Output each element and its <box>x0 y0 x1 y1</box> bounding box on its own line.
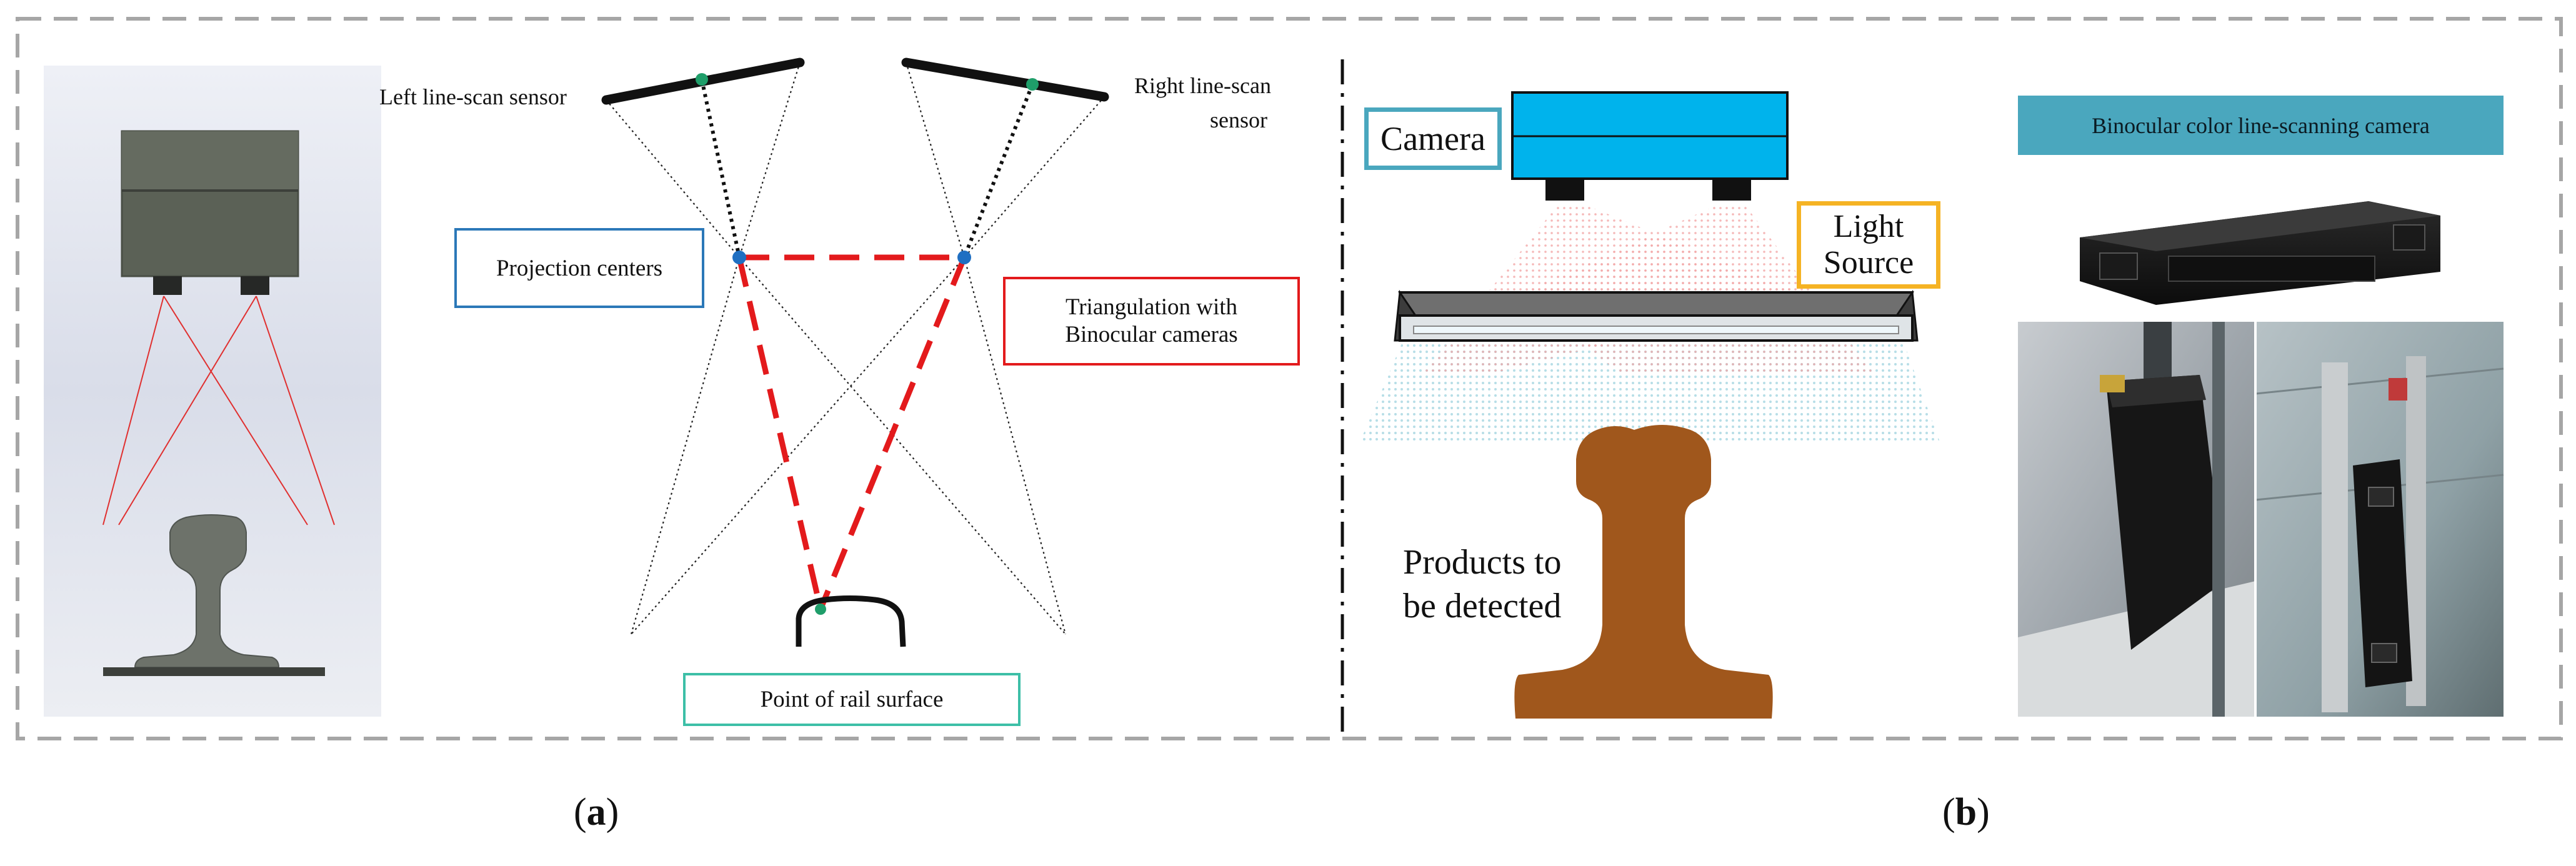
camera-light-schematic <box>1359 91 1940 719</box>
light-source-box: Light Source <box>1797 201 1940 289</box>
triangulation-label-line1: Triangulation with <box>1065 294 1238 320</box>
triangulation-label-line2: Binocular cameras <box>1065 322 1238 347</box>
rail-head-arc <box>796 595 906 647</box>
triangulation-schematic <box>601 57 1109 647</box>
outer-dashed-frame <box>16 17 2563 740</box>
camera-photos <box>2018 155 2504 717</box>
right-sensor-bar <box>901 57 1109 102</box>
point-of-rail-box: Point of rail surface <box>683 673 1021 726</box>
rail-product <box>1514 425 1773 719</box>
left-projection-center <box>732 251 746 264</box>
light-source-label-line2: Source <box>1823 245 1914 281</box>
left-sensor-center-point <box>696 73 708 86</box>
camera-label: Camera <box>1380 120 1485 157</box>
projection-centers-box: Projection centers <box>454 228 704 308</box>
rail-surface-point <box>815 604 826 615</box>
render-3d-illustration <box>44 66 381 717</box>
right-sensor-center-point <box>1026 78 1039 91</box>
triangulation-box: Triangulation with Binocular cameras <box>1003 277 1300 366</box>
caption-a: (a) <box>574 791 619 834</box>
products-label-line2: be detected <box>1403 587 1562 625</box>
camera-label-box: Camera <box>1364 107 1502 170</box>
products-label-line1: Products to <box>1403 543 1562 582</box>
caption-b: (b) <box>1942 791 1990 834</box>
point-of-rail-label: Point of rail surface <box>760 687 944 712</box>
photo-title: Binocular color line-scanning camera <box>2018 96 2504 155</box>
light-source-bar <box>1394 289 1919 342</box>
right-projection-center <box>957 251 971 264</box>
right-sensor-label-line2: sensor <box>1210 107 1267 132</box>
left-sensor-label: Left line-scan sensor <box>379 84 567 109</box>
light-source-label-line1: Light <box>1833 208 1904 244</box>
projection-centers-label: Projection centers <box>496 255 663 281</box>
right-sensor-label-line1: Right line-scan <box>1134 73 1271 98</box>
